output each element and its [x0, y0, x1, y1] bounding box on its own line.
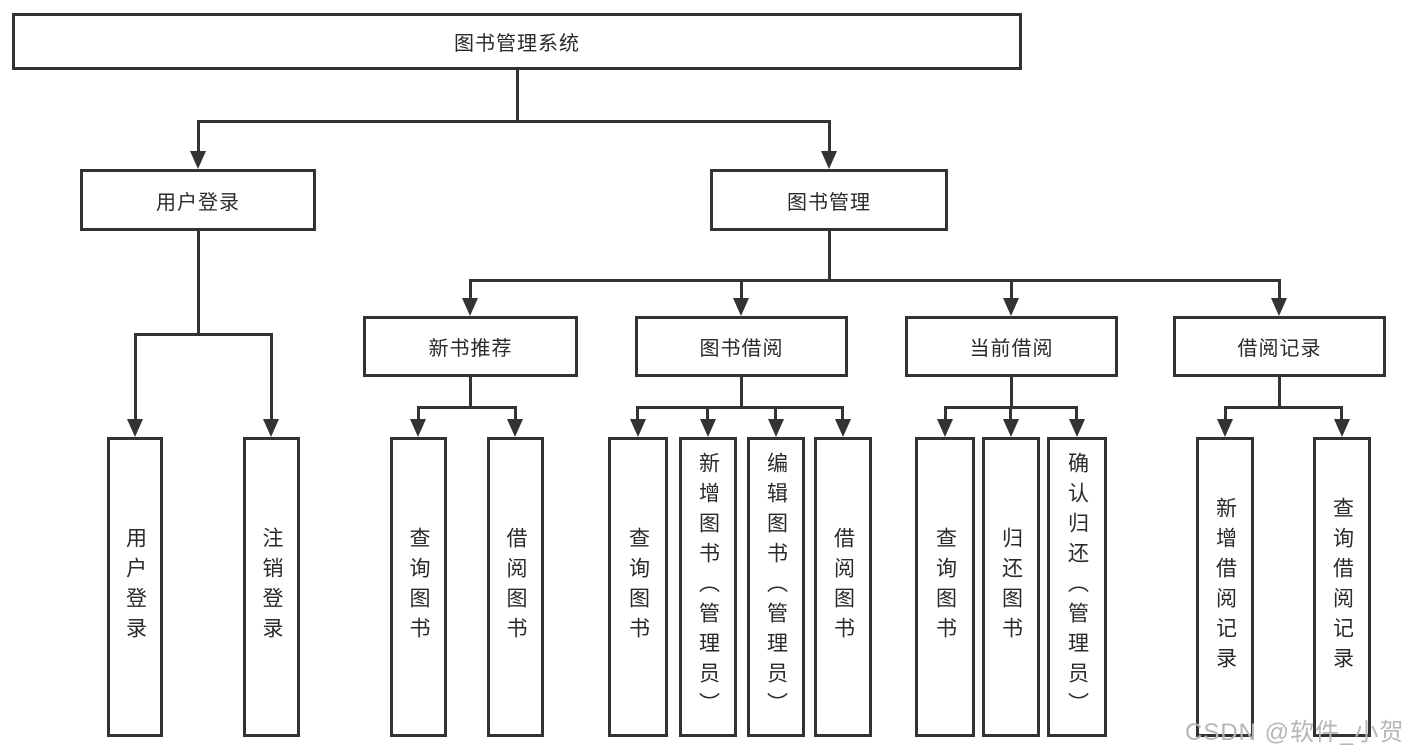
arrow-down-icon [1069, 419, 1085, 437]
connector-line [417, 406, 517, 409]
node-book-borrowing: 图书借阅 [635, 316, 848, 377]
connector-line [1010, 377, 1013, 406]
leaf-query-books-recommend: 查询图书 [390, 437, 447, 737]
arrow-down-icon [410, 419, 426, 437]
connector-line [1010, 279, 1013, 298]
node-new-book-recommend: 新书推荐 [363, 316, 578, 377]
connector-line [514, 406, 517, 419]
connector-line [1278, 279, 1281, 298]
leaf-query-books-current: 查询图书 [915, 437, 975, 737]
connector-line [469, 279, 1281, 282]
arrow-down-icon [937, 419, 953, 437]
arrow-down-icon [700, 419, 716, 437]
arrow-down-icon [127, 419, 143, 437]
leaf-add-borrow-record: 新增借阅记录 [1196, 437, 1254, 737]
connector-line [841, 406, 844, 419]
connector-line [828, 120, 831, 152]
connector-line [516, 70, 519, 120]
leaf-add-books-admin: 新增图书（管理员） [679, 437, 737, 737]
leaf-borrow-books: 借阅图书 [814, 437, 872, 737]
connector-line [636, 406, 844, 409]
leaf-query-borrow-record: 查询借阅记录 [1313, 437, 1371, 737]
node-book-management: 图书管理 [710, 169, 948, 231]
arrow-down-icon [263, 419, 279, 437]
connector-line [740, 377, 743, 406]
connector-line [134, 333, 137, 419]
arrow-down-icon [1334, 419, 1350, 437]
arrow-down-icon [733, 298, 749, 316]
leaf-borrow-books-recommend: 借阅图书 [487, 437, 544, 737]
connector-line [1075, 406, 1078, 419]
arrow-down-icon [835, 419, 851, 437]
connector-line [197, 231, 200, 333]
connector-line [706, 406, 709, 419]
leaf-logout: 注销登录 [243, 437, 300, 737]
arrow-down-icon [1003, 419, 1019, 437]
connector-line [1340, 406, 1343, 419]
connector-line [740, 279, 743, 298]
connector-line [270, 333, 273, 419]
arrow-down-icon [1003, 298, 1019, 316]
connector-line [197, 120, 200, 152]
arrow-down-icon [1217, 419, 1233, 437]
connector-line [828, 231, 831, 279]
arrow-down-icon [190, 151, 206, 169]
arrow-down-icon [630, 419, 646, 437]
leaf-return-books: 归还图书 [982, 437, 1040, 737]
leaf-user-login: 用户登录 [107, 437, 163, 737]
arrow-down-icon [462, 298, 478, 316]
arrow-down-icon [1271, 298, 1287, 316]
node-user-login: 用户登录 [80, 169, 316, 231]
arrow-down-icon [821, 151, 837, 169]
connector-line [1224, 406, 1343, 409]
arrow-down-icon [768, 419, 784, 437]
connector-line [1278, 377, 1281, 406]
connector-line [944, 406, 947, 419]
leaf-edit-books-admin: 编辑图书（管理员） [747, 437, 805, 737]
connector-line [469, 377, 472, 406]
arrow-down-icon [507, 419, 523, 437]
connector-line [134, 333, 273, 336]
connector-line [1009, 406, 1012, 419]
connector-line [197, 120, 831, 123]
connector-line [774, 406, 777, 419]
leaf-query-books-borrowing: 查询图书 [608, 437, 668, 737]
csdn-watermark: CSDN @软件_小贺同学 [1185, 719, 1405, 746]
connector-line [636, 406, 639, 419]
node-library-management-system: 图书管理系统 [12, 13, 1022, 70]
connector-line [469, 279, 472, 298]
node-current-borrowing: 当前借阅 [905, 316, 1118, 377]
node-borrowing-records: 借阅记录 [1173, 316, 1386, 377]
connector-line [417, 406, 420, 419]
connector-line [1224, 406, 1227, 419]
leaf-confirm-return-admin: 确认归还（管理员） [1047, 437, 1107, 737]
